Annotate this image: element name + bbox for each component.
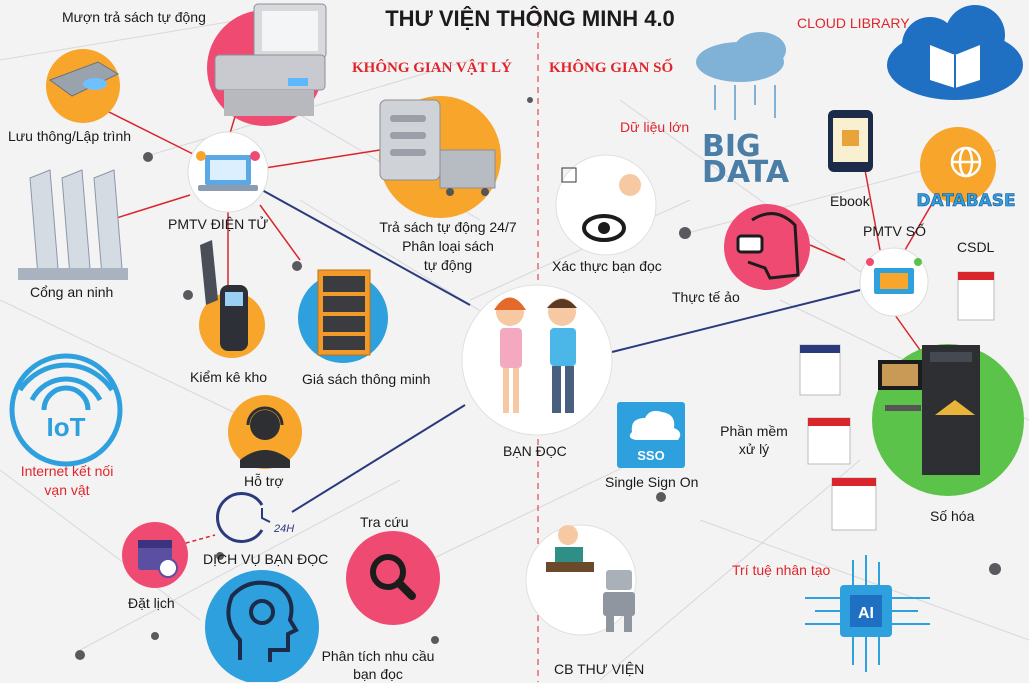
label-phan-tich-1: Phân tích nhu cầu [321, 648, 435, 664]
brain-head-icon [226, 580, 299, 662]
search-icon [370, 554, 416, 600]
label-phan-mem-1: Phần mềm [720, 423, 788, 439]
label-iot-1: Internet kết nối [20, 463, 114, 479]
label-tra-sach-1: Trả sách tự động 24/7 [379, 219, 517, 235]
thuc-te-ao-circle [724, 204, 810, 290]
iot-icon [9, 353, 123, 467]
label-cb-thu-vien: CB THƯ VIỆN [554, 661, 645, 677]
database-text: DATABASE [916, 191, 1015, 211]
label-ban-doc: BẠN ĐỌC [503, 443, 567, 459]
scanner-handheld-icon [200, 240, 248, 351]
label-iot-2: vạn vật [44, 482, 90, 498]
label-so-hoa: Số hóa [930, 508, 975, 524]
cloud-library-icon [887, 5, 1023, 100]
24h-clock-icon [216, 492, 271, 543]
label-cloud-library: CLOUD LIBRARY [797, 15, 910, 31]
label-tra-cuu: Tra cứu [360, 514, 409, 530]
tra-cuu-circle [346, 531, 440, 625]
digital-library-icon [866, 258, 922, 294]
software-boxes-icon [799, 271, 995, 531]
label-dich-vu: DỊCH VỤ BẠN ĐỌC [203, 551, 329, 567]
label-luu-thong: Lưu thông/Lập trình [8, 128, 132, 144]
computer-icon [196, 151, 260, 191]
label-ebook: Ebook [830, 193, 870, 209]
navy-connectors [261, 189, 861, 513]
big-data-cloud-icon [696, 32, 786, 120]
tablet-ebook-icon [828, 110, 873, 172]
security-gate-icon [18, 169, 128, 280]
label-dat-lich: Đặt lịch [128, 595, 175, 611]
label-csdl: CSDL [957, 239, 995, 255]
database-circle [920, 127, 996, 203]
section-digital: KHÔNG GIAN SỐ [549, 60, 674, 76]
label-cong-an-ninh: Cổng an ninh [30, 284, 114, 300]
label-xac-thuc: Xác thực bạn đọc [552, 258, 662, 274]
readers-icon [494, 297, 577, 413]
label-tra-sach-2: Phân loại sách [402, 238, 494, 254]
return-box-icon [379, 99, 496, 196]
calendar-icon [138, 540, 178, 578]
ai-icon-text: AI [858, 605, 874, 622]
label-kiem-ke: Kiểm kê kho [190, 369, 268, 385]
phan-tich-circle [205, 570, 319, 682]
support-headset-icon [240, 406, 290, 468]
sso-icon-text: SSO [637, 448, 664, 463]
section-physical: KHÔNG GIAN VẬT LÝ [352, 60, 512, 76]
book-scanner-icon [878, 345, 980, 475]
label-gia-sach: Giá sách thông minh [302, 371, 431, 387]
label-tra-sach-3: tự động [423, 257, 473, 273]
ban-doc-circle [461, 284, 613, 436]
label-sso: Single Sign On [605, 474, 699, 490]
label-phan-tich-2: bạn đọc [353, 666, 403, 682]
24h-icon-text: 24H [273, 523, 294, 535]
label-tri-tue: Trí tuệ nhân tạo [732, 562, 831, 578]
data-text: DATA [702, 155, 790, 190]
iot-icon-text: IoT [47, 412, 86, 442]
globe-icon [950, 146, 982, 178]
big-text: BIG [702, 129, 761, 164]
network-dots [75, 41, 1004, 660]
vr-headset-icon [736, 212, 800, 280]
label-phan-mem-2: xử lý [738, 441, 770, 457]
label-pmtv-so: PMTV SỐ [863, 223, 927, 239]
librarian-robot-icon [546, 525, 635, 632]
label-pmtv-dien-tu: PMTV ĐIỆN TỬ [168, 216, 269, 232]
label-du-lieu-lon: Dữ liệu lớn [620, 119, 690, 135]
label-ho-tro: Hỗ trợ [244, 473, 284, 489]
biometric-icon [561, 167, 641, 242]
smart-shelf-icon [317, 269, 371, 356]
label-thuc-te-ao: Thực tế ảo [672, 289, 740, 305]
sso-icon [617, 402, 685, 468]
ai-chip-icon [805, 555, 930, 672]
kiosk-icon [214, 3, 327, 116]
red-connectors [104, 99, 941, 351]
page-title: THƯ VIỆN THÔNG MINH 4.0 [385, 6, 675, 31]
scanner-icon [48, 61, 120, 97]
label-muon-tra: Mượn trả sách tự động [62, 9, 206, 25]
